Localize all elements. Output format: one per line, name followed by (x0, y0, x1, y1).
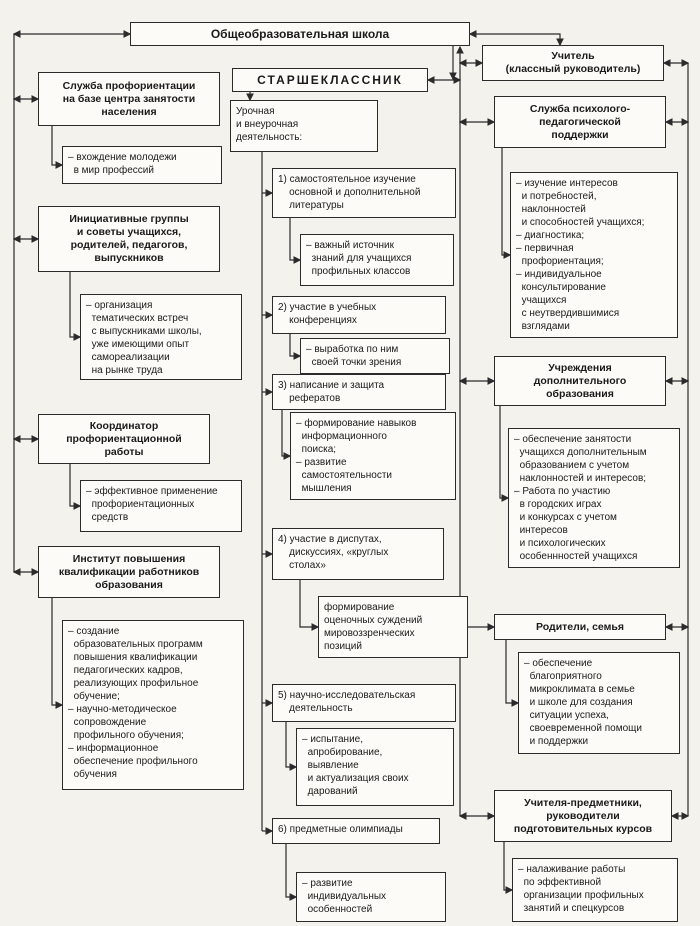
node-center-4-note: – испытание, апробирование, выявление и … (296, 728, 454, 806)
node-right-3-title: Учителя-предметники, руководители подгот… (494, 790, 672, 842)
node-left-3-note: – создание образовательных программ повы… (62, 620, 244, 790)
node-right-2-note: – обеспечение благоприятного микроклимат… (518, 652, 680, 754)
node-center-2-item: 3) написание и защита рефератов (272, 374, 446, 410)
node-teacher: Учитель (классный руководитель) (482, 45, 664, 81)
node-center-0-note: – важный источник знаний для учащихся пр… (300, 234, 454, 286)
node-left-0-note: – вхождение молодежи в мир профессий (62, 146, 222, 184)
node-center-0-item: 1) самостоятельное изучение основной и д… (272, 168, 456, 218)
left-rail-connectors (12, 30, 132, 709)
center-stem-connectors (246, 92, 320, 901)
node-activity: Урочная и внеурочная деятельность: (230, 100, 378, 152)
node-right-3-note: – налаживание работы по эффективной орга… (512, 858, 678, 922)
node-center-1-note: – выработка по ним своей точки зрения (300, 338, 450, 374)
node-school: Общеобразовательная школа (130, 22, 470, 46)
node-center-5-note: – развитие индивидуальных особенностей (296, 872, 446, 922)
node-left-3-title: Институт повышения квалификации работник… (38, 546, 220, 598)
node-right-1-title: Учреждения дополнительного образования (494, 356, 666, 406)
node-left-1-title: Инициативные группы и советы учащихся, р… (38, 206, 220, 272)
node-center-4-item: 5) научно-исследовательская деятельность (272, 684, 456, 722)
node-left-2-title: Координатор профориентационной работы (38, 414, 210, 464)
node-right-1-note: – обеспечение занятости учащихся дополни… (508, 428, 680, 568)
node-center-3-note: формирование оценочных суждений мировозз… (318, 596, 468, 658)
node-center-2-note: – формирование навыков информационного п… (290, 412, 456, 500)
node-left-2-note: – эффективное применение профориентацион… (80, 480, 242, 532)
node-center-1-item: 2) участие в учебных конференциях (272, 296, 446, 334)
far-right-rail-connectors (468, 30, 690, 820)
node-center-5-item: 6) предметные олимпиады (272, 818, 440, 844)
node-right-0-title: Служба психолого- педагогической поддерж… (494, 96, 666, 148)
node-right-2-title: Родители, семья (494, 614, 666, 640)
node-center-3-item: 4) участие в диспутах, дискуссиях, «круг… (272, 528, 444, 580)
node-student: СТАРШЕКЛАССНИК (232, 68, 428, 92)
node-left-1-note: – организация тематических встреч с выпу… (80, 294, 242, 380)
node-left-0-title: Служба профориентации на базе центра зан… (38, 72, 220, 126)
node-right-0-note: – изучение интересов и потребностей, нак… (510, 172, 678, 338)
